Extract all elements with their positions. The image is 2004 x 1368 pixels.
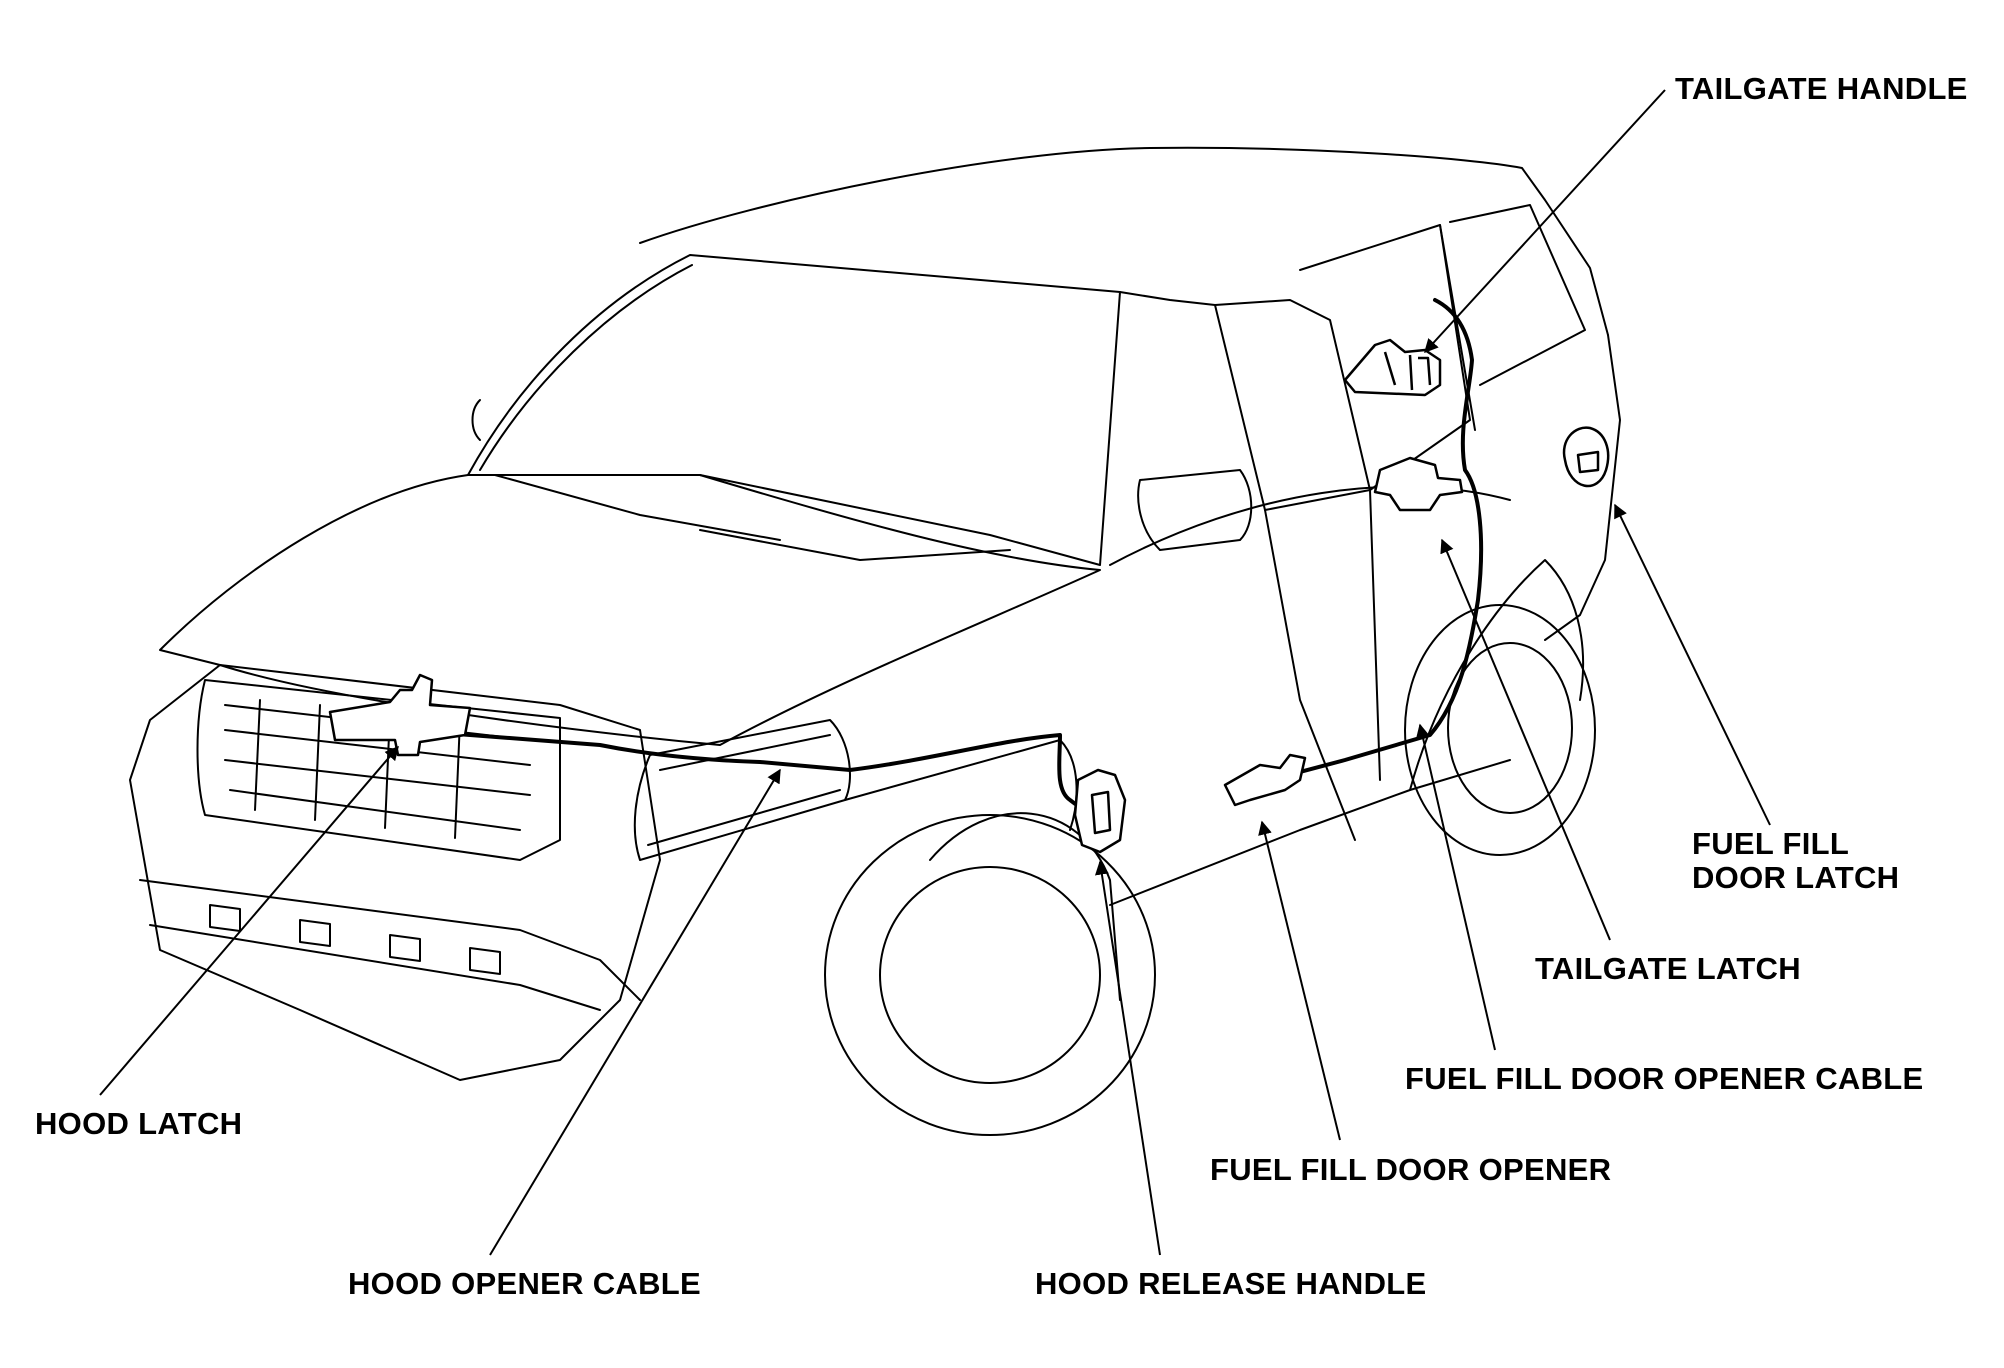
label-hood-latch: HOOD LATCH bbox=[35, 1106, 243, 1141]
label-hood-opener-cable: HOOD OPENER CABLE bbox=[348, 1266, 702, 1301]
front-door-window bbox=[1214, 299, 1371, 511]
vehicle-body bbox=[129, 146, 1621, 1136]
leader-hood-latch bbox=[99, 745, 399, 1096]
hood-opener-cable-line bbox=[403, 728, 1092, 817]
cables bbox=[403, 298, 1484, 817]
label-fuel-fill-door-opener-cable: FUEL FILL DOOR OPENER CABLE bbox=[1405, 1061, 1924, 1096]
headlight bbox=[633, 719, 851, 861]
hood bbox=[159, 474, 1101, 746]
bumper bbox=[139, 879, 641, 1011]
front-tire bbox=[824, 814, 1156, 1136]
components bbox=[328, 338, 1610, 854]
tailgate-handle-detail bbox=[1383, 351, 1432, 391]
front-fascia bbox=[129, 664, 661, 1081]
leader-tailgate-latch bbox=[1440, 538, 1611, 941]
windshield bbox=[467, 254, 1121, 566]
fuel-fill-door-latch-inner bbox=[1576, 450, 1600, 474]
wiper-left bbox=[494, 474, 781, 541]
roof-outline bbox=[639, 146, 1609, 336]
front-rim bbox=[879, 866, 1101, 1084]
windshield-inner bbox=[479, 264, 693, 471]
leader-tailgate-handle bbox=[1424, 89, 1666, 354]
leader-lines bbox=[99, 89, 1771, 1256]
front-door-outline bbox=[1264, 489, 1381, 841]
label-hood-release-handle: HOOD RELEASE HANDLE bbox=[1035, 1266, 1427, 1301]
tailgate-handle-part bbox=[1343, 338, 1442, 397]
label-fuel-fill-door-opener: FUEL FILL DOOR OPENER bbox=[1210, 1152, 1612, 1187]
rear-door-window bbox=[1299, 224, 1471, 491]
rear-wheel-arch bbox=[1409, 559, 1585, 791]
belt-line bbox=[1109, 485, 1511, 566]
side-mirror-right bbox=[1137, 469, 1253, 551]
rear-body bbox=[1544, 334, 1621, 641]
headlight-inner bbox=[647, 734, 841, 846]
wiper-right bbox=[699, 529, 1011, 561]
rear-quarter-window bbox=[1449, 204, 1586, 386]
hood-latch-part bbox=[328, 673, 472, 757]
grille-slats-lower bbox=[229, 699, 521, 839]
label-tailgate-handle: TAILGATE HANDLE bbox=[1675, 71, 1968, 106]
leader-fuel-fill-door-opener bbox=[1258, 820, 1341, 1141]
grille-frame bbox=[196, 679, 561, 861]
label-tailgate-latch: TAILGATE LATCH bbox=[1535, 951, 1801, 986]
label-fuel-fill-door-latch-line-2: DOOR LATCH bbox=[1692, 860, 1900, 895]
hood-release-handle-inner bbox=[1090, 790, 1112, 835]
tailgate-latch-part bbox=[1373, 456, 1464, 512]
rear-rim bbox=[1447, 642, 1573, 814]
label-fuel-fill-door-latch-line-1: FUEL FILL bbox=[1692, 826, 1850, 861]
side-mirror-left bbox=[471, 399, 481, 441]
leader-hood-opener-cable bbox=[489, 768, 781, 1256]
fuel-fill-door-opener-part bbox=[1223, 753, 1307, 807]
leader-fuel-fill-door-latch bbox=[1614, 503, 1771, 826]
label-fuel-fill-door-latch: FUEL FILL DOOR LATCH bbox=[1692, 827, 1899, 895]
leader-fuel-fill-door-opener-cable bbox=[1416, 723, 1496, 1051]
side-sill bbox=[1109, 759, 1511, 906]
a-pillar bbox=[1119, 291, 1266, 511]
c-pillar bbox=[1439, 224, 1476, 431]
rear-tire bbox=[1404, 604, 1596, 856]
fuel-fill-door-opener-cable-line bbox=[1268, 298, 1484, 782]
leader-hood-release-handle bbox=[1094, 860, 1161, 1256]
